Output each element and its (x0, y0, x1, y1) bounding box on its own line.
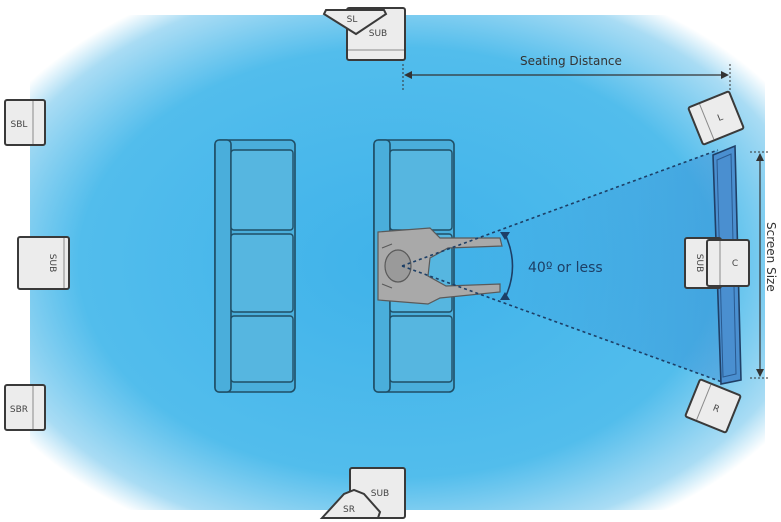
sofa-rear (214, 139, 296, 393)
screen-size-label: Screen Size (764, 222, 778, 292)
speaker-side-left: SL (322, 9, 388, 36)
svg-text:SBR: SBR (10, 405, 28, 415)
angle-label: 40º or less (528, 260, 603, 276)
seating-distance-label: Seating Distance (520, 54, 622, 68)
arrowhead-icon (500, 292, 510, 300)
svg-text:R: R (711, 404, 721, 416)
speaker-center: C (706, 239, 750, 287)
viewing-cone (402, 150, 722, 382)
angle-arc (504, 233, 514, 299)
speaker-side-right: SR (319, 488, 382, 519)
svg-text:SUB: SUB (47, 254, 57, 272)
arrowhead-icon (500, 232, 510, 240)
arrowhead-icon (756, 153, 764, 161)
svg-text:SR: SR (343, 505, 355, 515)
sightline-bottom (401, 265, 723, 383)
svg-text:SUB: SUB (371, 489, 389, 499)
svg-text:SUB: SUB (694, 254, 704, 272)
arrowhead-icon (721, 71, 729, 79)
svg-text:SL: SL (347, 15, 358, 25)
speaker-sub-rear: SUB (17, 236, 70, 290)
speaker-surround-back-right: SBR (4, 384, 46, 431)
svg-text:SUB: SUB (369, 29, 387, 39)
svg-text:SBL: SBL (11, 120, 28, 130)
svg-text:C: C (732, 259, 738, 269)
viewer-figure (377, 227, 503, 305)
arrowhead-icon (404, 71, 412, 79)
speaker-right: R (684, 378, 742, 434)
arrowhead-icon (756, 369, 764, 377)
speaker-left: L (687, 90, 745, 146)
sightline-top (401, 149, 719, 267)
svg-text:L: L (716, 113, 724, 124)
speaker-surround-back-left: SBL (4, 99, 46, 146)
